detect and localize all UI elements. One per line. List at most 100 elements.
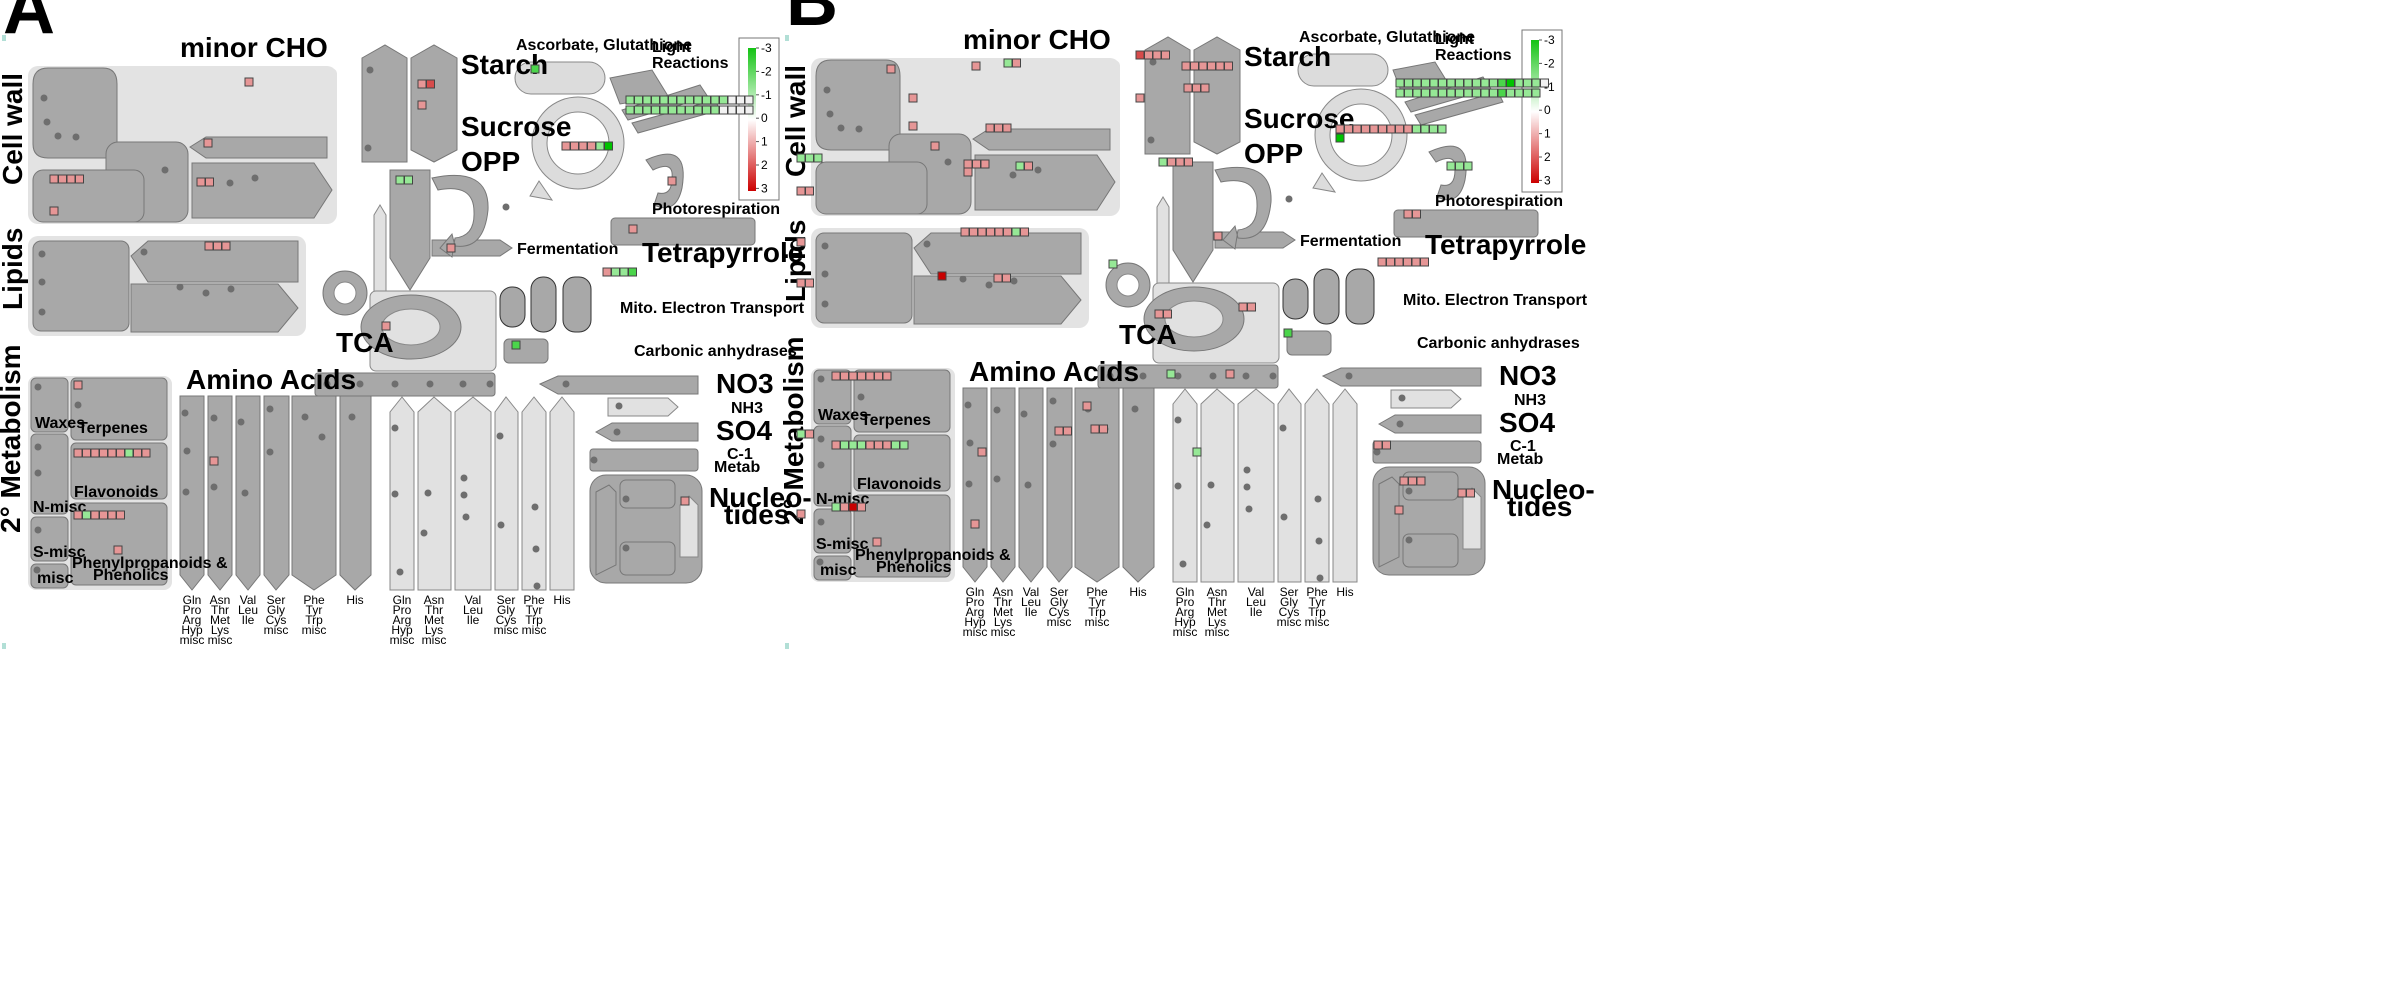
heat-tile (680, 496, 690, 506)
heat-tile (710, 95, 720, 105)
amino-acid-label: Met (210, 613, 231, 627)
label-tetrapyrrole: Tetrapyrrole (1425, 229, 1586, 260)
label-misc: misc (37, 570, 74, 587)
heat-tile (969, 227, 978, 237)
heat-tile (1283, 328, 1293, 338)
heat-tile (1135, 50, 1145, 60)
heat-tile (1437, 124, 1447, 134)
heat-tile (1429, 124, 1438, 134)
legend-tick: 1 (761, 135, 768, 149)
heat-tile (1403, 124, 1413, 134)
heat-tile (1420, 124, 1430, 134)
amino-acid-label: Gln (393, 593, 412, 607)
heat-tile (1335, 124, 1345, 134)
amino-acid-label: Ile (467, 613, 480, 627)
heat-tile (963, 159, 973, 169)
heat-tile (993, 273, 1003, 283)
heat-tile (1446, 78, 1456, 88)
heat-tile (985, 123, 995, 133)
heat-tile (831, 502, 841, 512)
heat-tile (1506, 78, 1515, 88)
label-so4: SO4 (1499, 407, 1555, 438)
heat-tile (882, 371, 892, 381)
heat-tile (1154, 309, 1164, 319)
amino-acid-label: Phe (1306, 585, 1328, 599)
heat-tile (831, 440, 841, 450)
heat-tile (805, 186, 814, 196)
amino-acid-label: Ile (1250, 605, 1263, 619)
amino-acid-label: Leu (1021, 595, 1041, 609)
heat-tile (1002, 123, 1012, 133)
heat-tile (570, 141, 579, 151)
amino-acid-label: Ser (267, 593, 286, 607)
heat-tile (796, 278, 806, 288)
heat-tile (937, 271, 947, 281)
heat-tile (1429, 88, 1439, 98)
heat-tile (1404, 88, 1413, 98)
heat-tile (1421, 88, 1430, 98)
heat-tile (840, 371, 849, 381)
heat-tile (1399, 476, 1409, 486)
heat-tile (857, 371, 866, 381)
heat-tile (994, 227, 1004, 237)
heat-tile (659, 95, 669, 105)
heat-tile (994, 123, 1003, 133)
label-reactions: Reactions (652, 55, 729, 72)
amino-acid-label: Phe (303, 593, 325, 607)
heat-tile (1416, 476, 1426, 486)
heat-tile (107, 510, 117, 520)
heat-tile (977, 227, 987, 237)
heat-tile (1463, 88, 1473, 98)
heat-tile (1082, 401, 1092, 411)
heat-tile (980, 159, 990, 169)
heat-tile (113, 545, 123, 555)
label-opp: OPP (1244, 138, 1303, 169)
heat-tile (604, 141, 613, 151)
amino-acid-label: Phe (523, 593, 545, 607)
heat-tile (831, 371, 841, 381)
label-so4: SO4 (716, 415, 772, 446)
heat-tile (1455, 78, 1464, 88)
amino-acid-label: Cys (496, 613, 517, 627)
amino-acid-label: Cys (1049, 605, 1070, 619)
heat-tile (49, 174, 59, 184)
amino-acid-label: Cys (1279, 605, 1300, 619)
heat-tile (66, 174, 76, 184)
heat-tile (685, 95, 694, 105)
heat-tile (857, 502, 866, 512)
heat-tile (1403, 257, 1412, 267)
heat-tile (602, 267, 612, 277)
amino-acid-label: misc (390, 633, 415, 647)
heat-tile (1166, 369, 1176, 379)
heat-tile (719, 105, 728, 115)
amino-acid-label: Asn (993, 585, 1014, 599)
label-photorespiration: Photorespiration (652, 201, 780, 218)
amino-acid-label: Lys (994, 615, 1012, 629)
label-amino-acids: Amino Acids (186, 364, 356, 395)
heat-tile (1438, 88, 1447, 98)
heat-tile (796, 186, 806, 196)
amino-acid-label: misc (1047, 615, 1072, 629)
heat-tile (595, 141, 605, 151)
label-light: Light (652, 39, 692, 56)
label-s-misc: S-misc (816, 536, 869, 553)
amino-acid-label: Arg (1176, 605, 1195, 619)
heat-tile (796, 509, 806, 519)
heat-tile (886, 64, 896, 74)
amino-acid-label: misc (264, 623, 289, 637)
amino-acid-label: His (1129, 585, 1146, 599)
label-phenolics: Phenolics (876, 559, 952, 576)
heat-tile (124, 448, 134, 458)
heat-tile (395, 175, 405, 185)
legend-tick: 2 (1544, 150, 1551, 164)
heat-tile (1404, 78, 1413, 88)
heat-tile (813, 153, 823, 163)
heat-tile (73, 510, 83, 520)
heat-tile (1215, 61, 1225, 71)
heat-tile (1412, 209, 1421, 219)
heat-tile (1144, 50, 1153, 60)
label-fermentation: Fermentation (1300, 233, 1401, 250)
heat-tile (857, 440, 866, 450)
heat-tile (1466, 488, 1475, 498)
label-phenolics: Phenolics (93, 567, 169, 584)
